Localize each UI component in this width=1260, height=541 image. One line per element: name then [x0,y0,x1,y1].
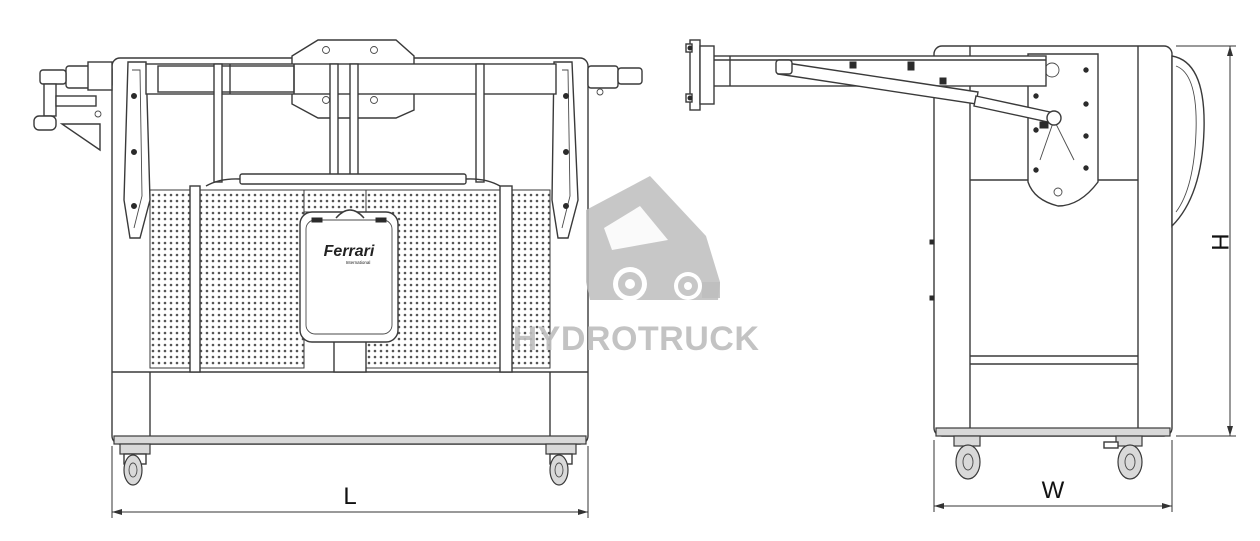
length-label: L [343,483,356,510]
width-label: W [1042,477,1065,504]
wall-mount-flange [685,39,715,111]
length-dimension: L [111,446,589,518]
pivot-plate [1027,53,1099,207]
height-label: H [1206,233,1233,250]
hydraulic-fitting-right [587,65,643,96]
caster-left [119,443,151,486]
hydraulic-cylinder [775,59,1062,129]
truck-watermark-icon [586,176,720,301]
front-view: Ferrari International [33,39,643,518]
brand-logo: Ferrari [324,243,375,260]
inspection-window: Ferrari International [299,209,399,343]
brand-subtext: International [346,260,371,265]
end-cap [1171,55,1205,228]
watermark: HYDROTRUCK [513,176,760,358]
side-clamp-right [551,61,579,239]
hydraulic-fitting-left [33,61,113,152]
height-dimension: H [1176,45,1236,437]
width-dimension: W [933,440,1173,512]
caster-side-left [953,435,981,480]
caster-side-right [1103,435,1143,480]
side-clamp-left [123,61,151,239]
caster-right [545,443,577,486]
side-view: W H [685,39,1236,512]
watermark-text: HYDROTRUCK [513,320,760,358]
